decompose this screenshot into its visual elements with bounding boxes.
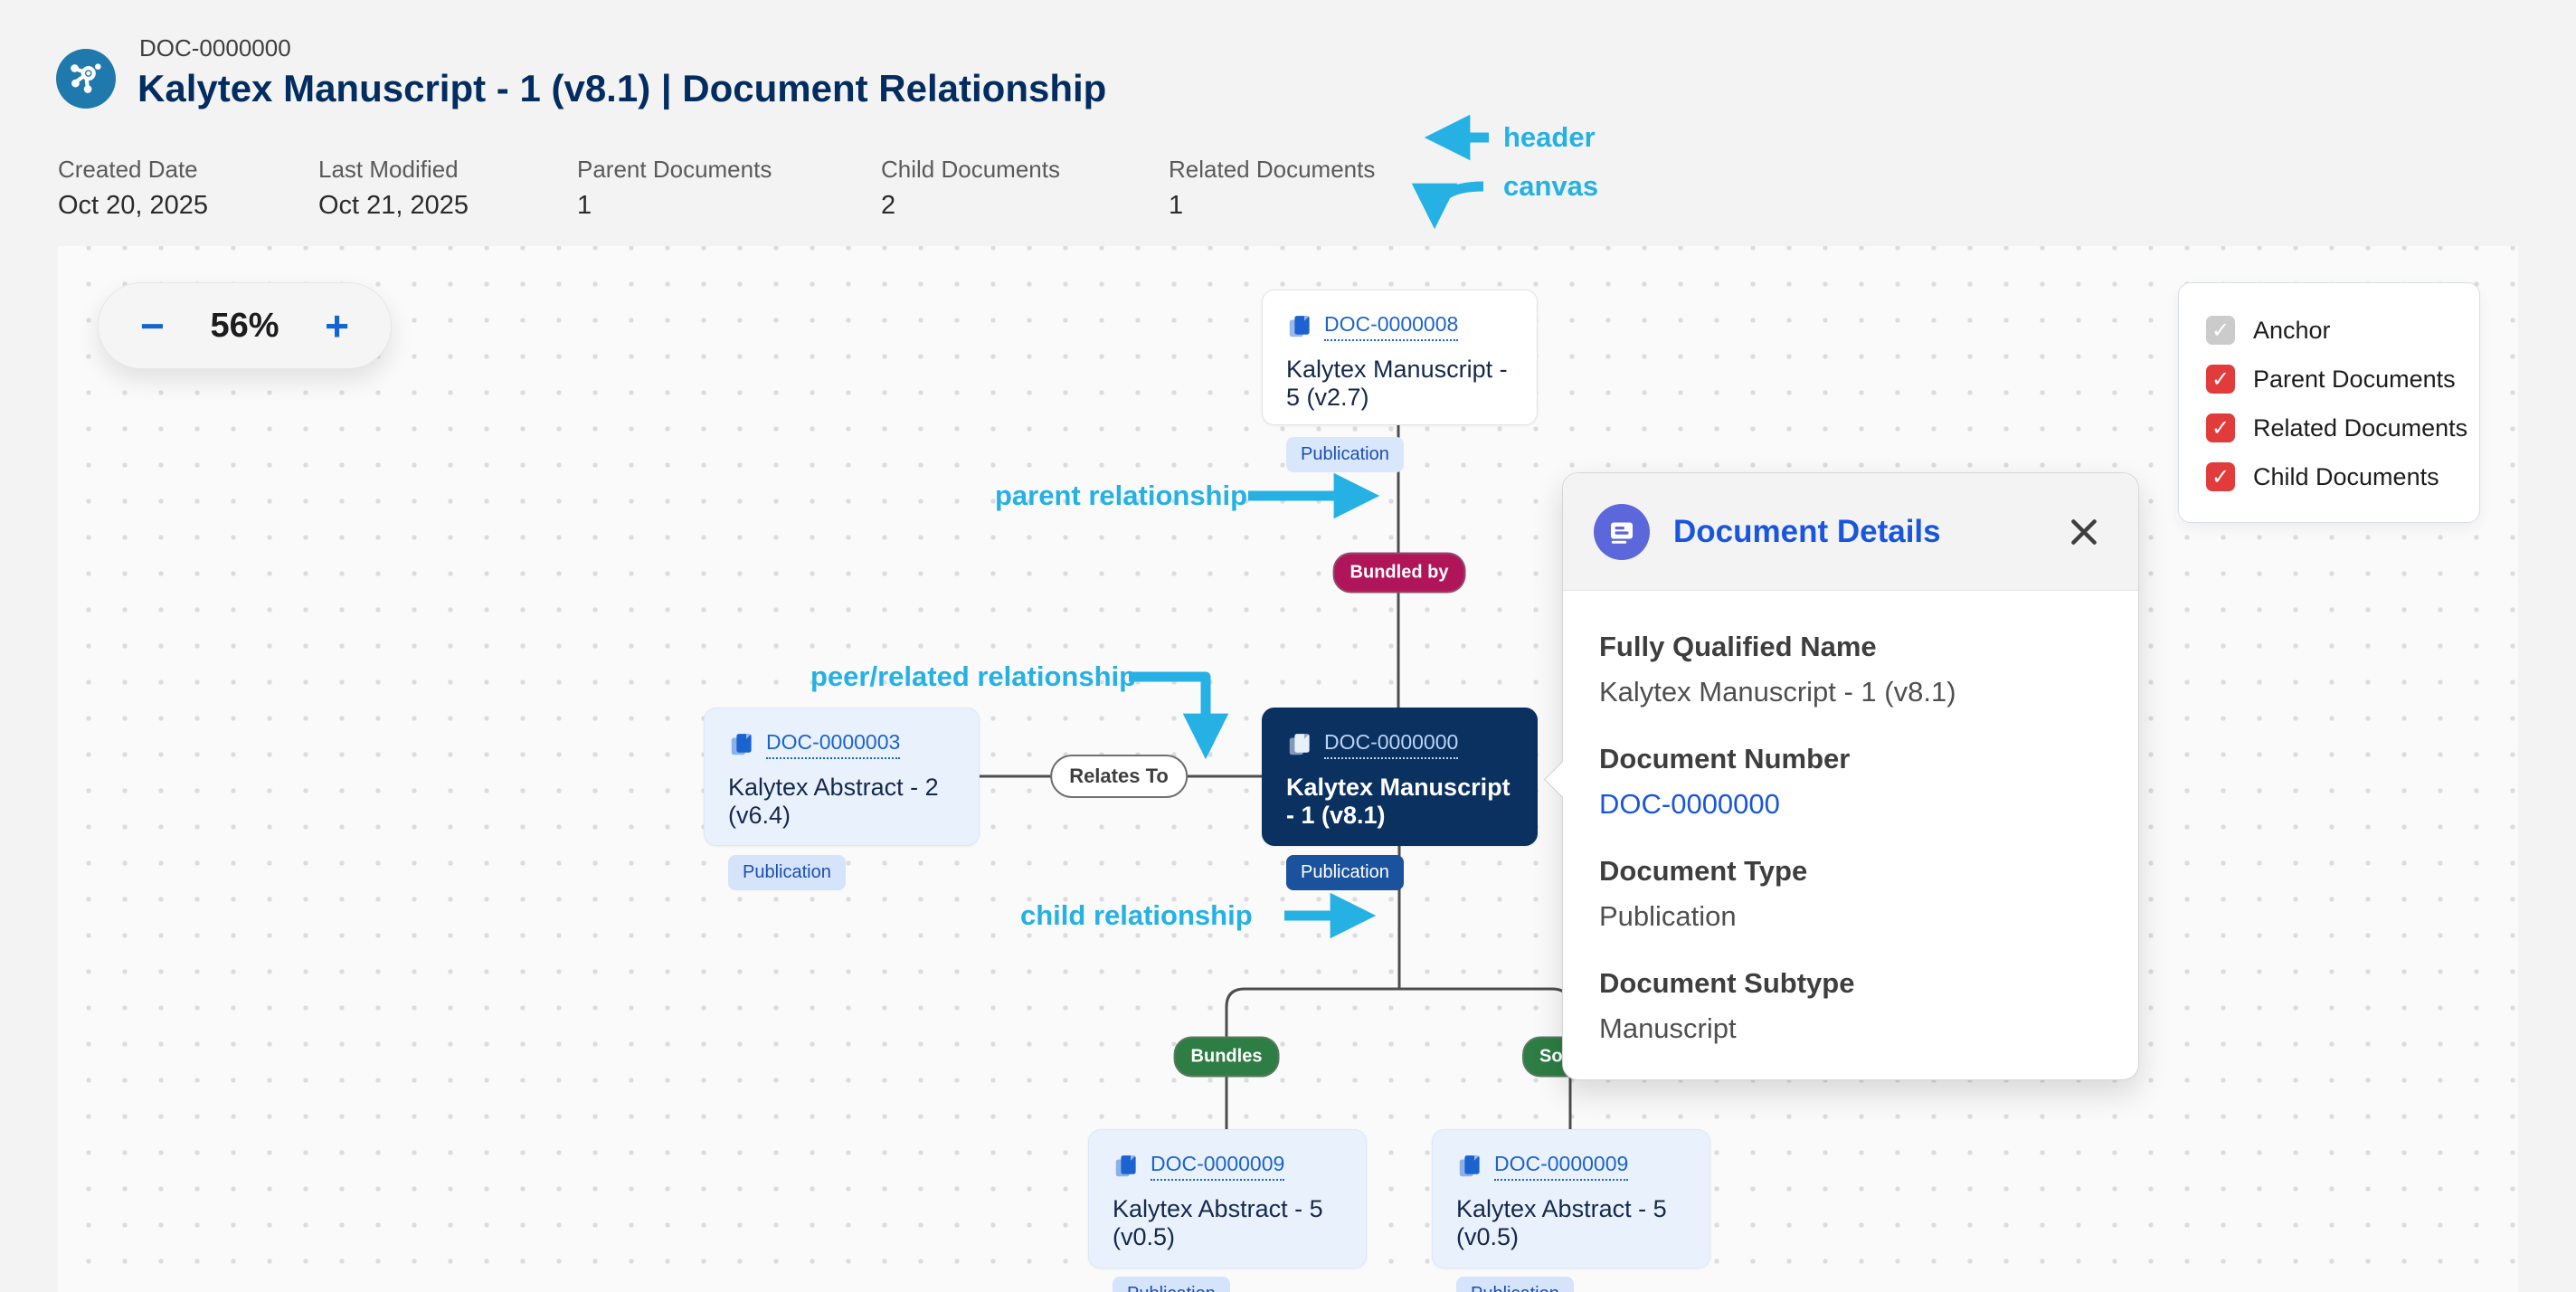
- node-child-doc-0000009-left[interactable]: DOC-0000009 Kalytex Abstract - 5 (v0.5) …: [1088, 1129, 1367, 1292]
- field-fully-qualified-name: Fully Qualified Name Kalytex Manuscript …: [1599, 631, 1956, 708]
- legend-item-related-documents[interactable]: ✓ Related Documents: [2206, 413, 2479, 442]
- node-name: Kalytex Manuscript - 1 (v8.1): [1286, 774, 1511, 829]
- document-icon: [1459, 1155, 1480, 1177]
- document-details-icon: [1594, 503, 1650, 560]
- zoom-in-button[interactable]: +: [325, 302, 349, 349]
- document-details-panel: Document Details Fully Qualified Name Ka…: [1543, 472, 2139, 1080]
- annotation-canvas: canvas: [1503, 170, 1599, 202]
- field-document-type: Document Type Publication: [1599, 855, 1808, 932]
- node-doc-link[interactable]: DOC-0000003: [766, 730, 901, 759]
- meta-created-date: Created Date Oct 20, 2025: [58, 156, 209, 220]
- annotation-parent-relationship: parent relationship: [995, 480, 1248, 511]
- legend-item-anchor[interactable]: ✓ Anchor: [2206, 316, 2479, 345]
- node-child-doc-0000009-right[interactable]: DOC-0000009 Kalytex Abstract - 5 (v0.5) …: [1432, 1129, 1710, 1292]
- document-icon: [1115, 1155, 1136, 1177]
- child-documents-checkbox[interactable]: ✓: [2206, 462, 2235, 491]
- document-icon: [1289, 316, 1310, 337]
- zoom-level: 56%: [210, 306, 279, 345]
- node-doc-link[interactable]: DOC-0000009: [1151, 1152, 1285, 1181]
- node-related-doc-0000003[interactable]: DOC-0000003 Kalytex Abstract - 2 (v6.4) …: [704, 708, 980, 890]
- panel-body: Fully Qualified Name Kalytex Manuscript …: [1563, 591, 2138, 1045]
- node-doc-link[interactable]: DOC-0000008: [1324, 312, 1459, 341]
- field-document-subtype: Document Subtype Manuscript: [1599, 967, 1855, 1044]
- legend-panel: ✓ Anchor ✓ Parent Documents ✓ Related Do…: [2178, 282, 2480, 523]
- node-parent-doc-0000008[interactable]: DOC-0000008 Kalytex Manuscript - 5 (v2.7…: [1262, 290, 1538, 472]
- parent-documents-checkbox[interactable]: ✓: [2206, 365, 2235, 394]
- meta-child-documents: Child Documents 2: [881, 156, 1060, 220]
- node-doc-link[interactable]: DOC-0000000: [1324, 730, 1459, 759]
- node-name: Kalytex Abstract - 5 (v0.5): [1113, 1195, 1323, 1250]
- node-name: Kalytex Abstract - 5 (v0.5): [1456, 1195, 1667, 1250]
- annotation-header: header: [1503, 121, 1596, 153]
- anchor-checkbox: ✓: [2206, 316, 2235, 345]
- document-icon: [731, 734, 752, 755]
- edge-label-relates-to: Relates To: [1050, 755, 1188, 798]
- zoom-out-button[interactable]: −: [140, 302, 165, 349]
- meta-parent-documents: Parent Documents 1: [577, 156, 772, 220]
- zoom-control: − 56% +: [98, 282, 392, 369]
- node-name: Kalytex Abstract - 2 (v6.4): [728, 774, 939, 829]
- close-icon[interactable]: [2060, 508, 2107, 556]
- related-documents-checkbox[interactable]: ✓: [2206, 413, 2235, 442]
- legend-item-child-documents[interactable]: ✓ Child Documents: [2206, 462, 2479, 491]
- field-document-number: Document Number DOC-0000000: [1599, 743, 2102, 821]
- node-doc-link[interactable]: DOC-0000009: [1494, 1152, 1629, 1181]
- node-name: Kalytex Manuscript - 5 (v2.7): [1286, 356, 1508, 411]
- node-anchor-doc-0000000[interactable]: DOC-0000000 Kalytex Manuscript - 1 (v8.1…: [1262, 708, 1538, 890]
- node-type-badge: Publication: [1286, 855, 1404, 890]
- node-type-badge: Publication: [1286, 437, 1404, 472]
- edge-label-bundled-by: Bundled by: [1332, 552, 1466, 594]
- document-relationship-icon: [56, 49, 116, 109]
- meta-related-documents: Related Documents 1: [1169, 156, 1376, 220]
- meta-last-modified: Last Modified Oct 21, 2025: [318, 156, 469, 220]
- node-type-badge: Publication: [728, 855, 846, 890]
- edge-label-bundles: Bundles: [1173, 1036, 1280, 1078]
- document-number-link[interactable]: DOC-0000000: [1599, 788, 1780, 820]
- panel-header: Document Details: [1563, 473, 2138, 591]
- annotation-peer-relationship: peer/related relationship: [810, 660, 1137, 692]
- annotation-child-relationship: child relationship: [1020, 899, 1253, 931]
- document-icon: [1289, 734, 1310, 755]
- legend-item-parent-documents[interactable]: ✓ Parent Documents: [2206, 365, 2479, 394]
- header-doc-number: DOC-0000000: [139, 34, 291, 62]
- panel-title: Document Details: [1673, 513, 1941, 549]
- page-title: Kalytex Manuscript - 1 (v8.1) | Document…: [137, 67, 1107, 109]
- node-type-badge: Publication: [1456, 1277, 1574, 1292]
- node-type-badge: Publication: [1113, 1277, 1230, 1292]
